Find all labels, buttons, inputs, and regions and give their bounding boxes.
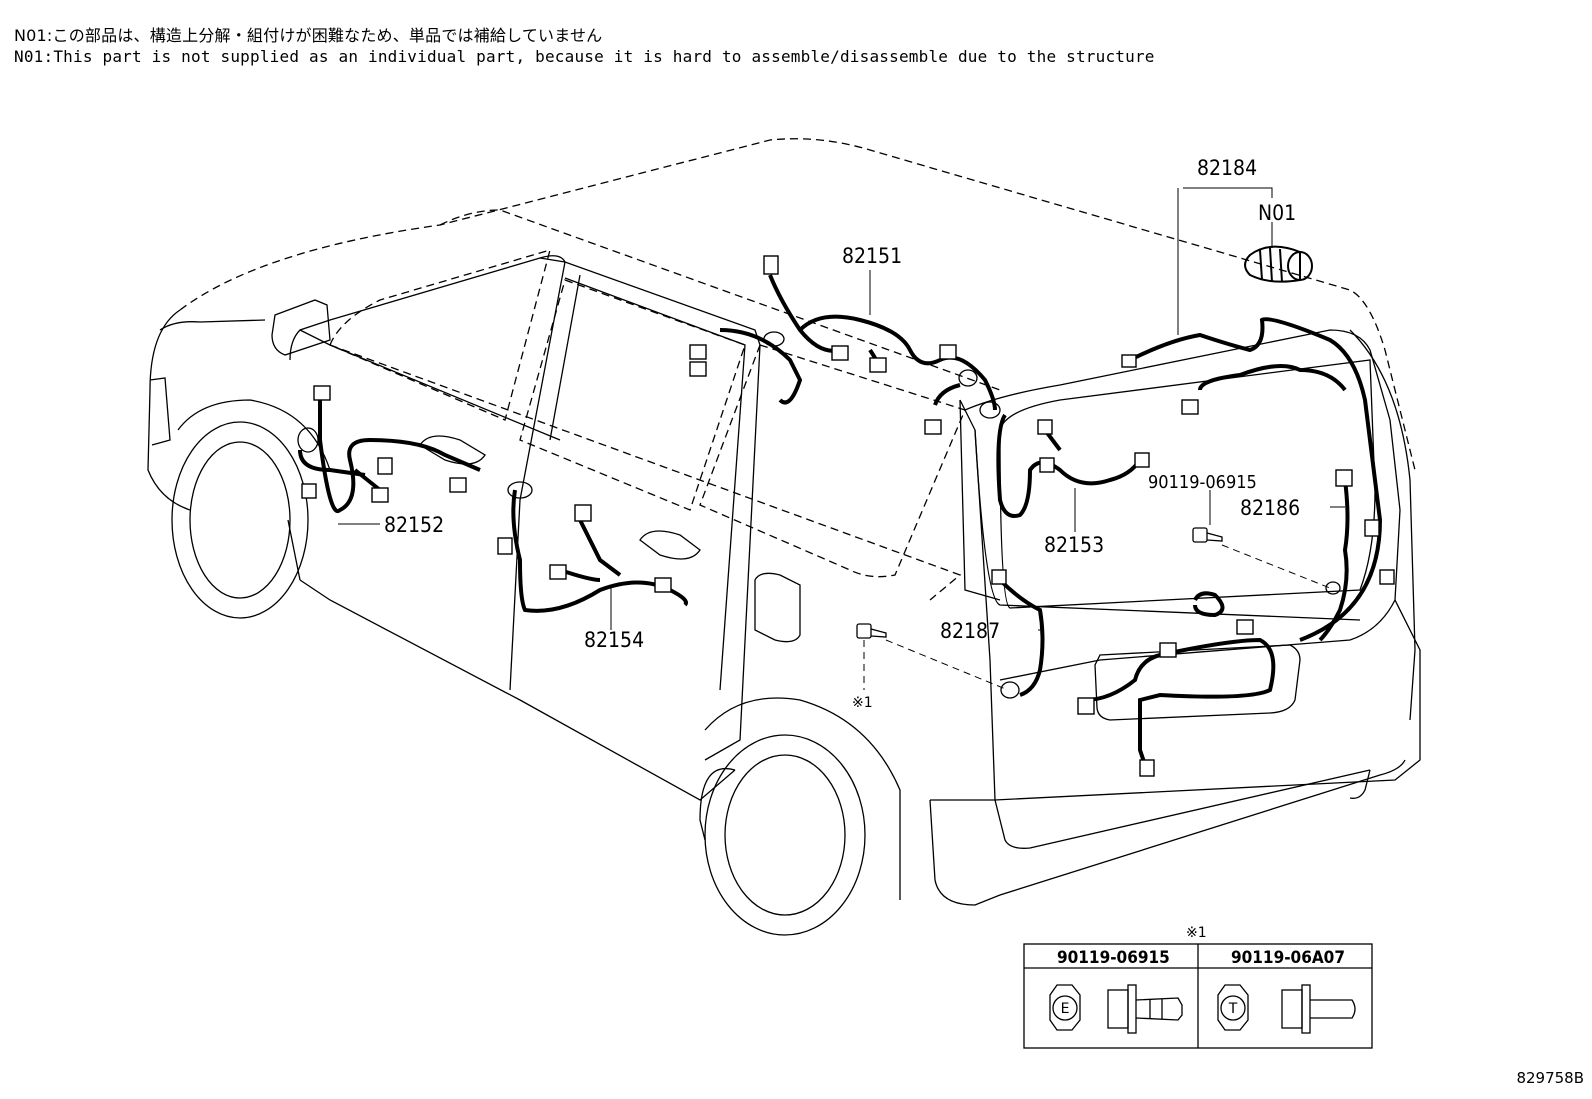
callout-82186: 82186 — [1240, 496, 1300, 520]
callout-82152: 82152 — [384, 513, 444, 537]
legend-part-1: 90119-06915 — [1057, 948, 1170, 968]
callout-82154: 82154 — [584, 628, 644, 652]
bolt-legend: ※1 90119-06915 90119-06A07 E T — [1023, 925, 1373, 1049]
connectors — [301, 255, 1395, 777]
legend-mark: ※1 — [1186, 925, 1207, 941]
leader-lines — [338, 187, 1345, 691]
legend-head-mark-2: T — [1228, 1001, 1238, 1017]
callout-82153: 82153 — [1044, 533, 1104, 557]
legend-part-2: 90119-06A07 — [1231, 948, 1345, 968]
legend-head-mark-1: E — [1061, 1001, 1070, 1017]
note-japanese: N01:この部品は、構造上分解・組付けが困難なため、単品では補給していません — [14, 26, 603, 45]
callout-bolt-90119-06915: 90119-06915 — [1148, 472, 1257, 493]
callout-n01: N01 — [1258, 201, 1296, 225]
wire-harnesses — [298, 274, 1383, 766]
bolt-side — [856, 623, 887, 639]
callouts: 82151 82152 82153 82154 82184 N01 82186 … — [384, 156, 1300, 711]
callout-82187: 82187 — [940, 619, 1000, 643]
vehicle-body — [147, 138, 1421, 936]
grommets — [297, 331, 1341, 699]
callout-82184: 82184 — [1197, 156, 1257, 180]
callout-82151: 82151 — [842, 244, 902, 268]
bolt-tailgate — [1192, 527, 1223, 543]
n01-part — [1244, 245, 1313, 283]
callout-ref-mark: ※1 — [852, 695, 873, 711]
note-english: N01:This part is not supplied as an indi… — [14, 47, 1155, 66]
figure-id: 829758B — [1516, 1069, 1584, 1087]
